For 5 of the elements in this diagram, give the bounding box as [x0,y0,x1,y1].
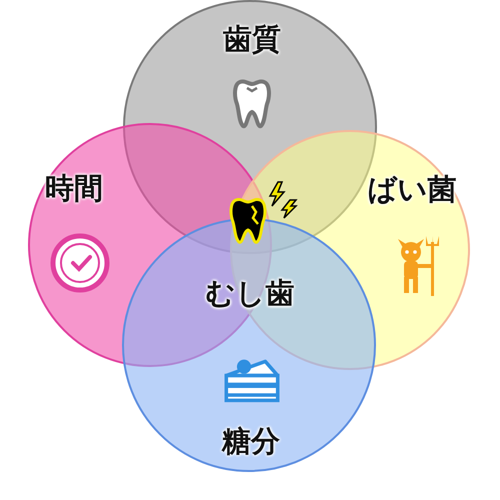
circle-label: 歯質 [223,21,281,58]
circle-label: 時間 [45,170,103,207]
circle-label: ばい菌 [368,171,456,208]
center-label: むし歯 [206,275,294,312]
circle-label: 糖分 [222,423,280,460]
